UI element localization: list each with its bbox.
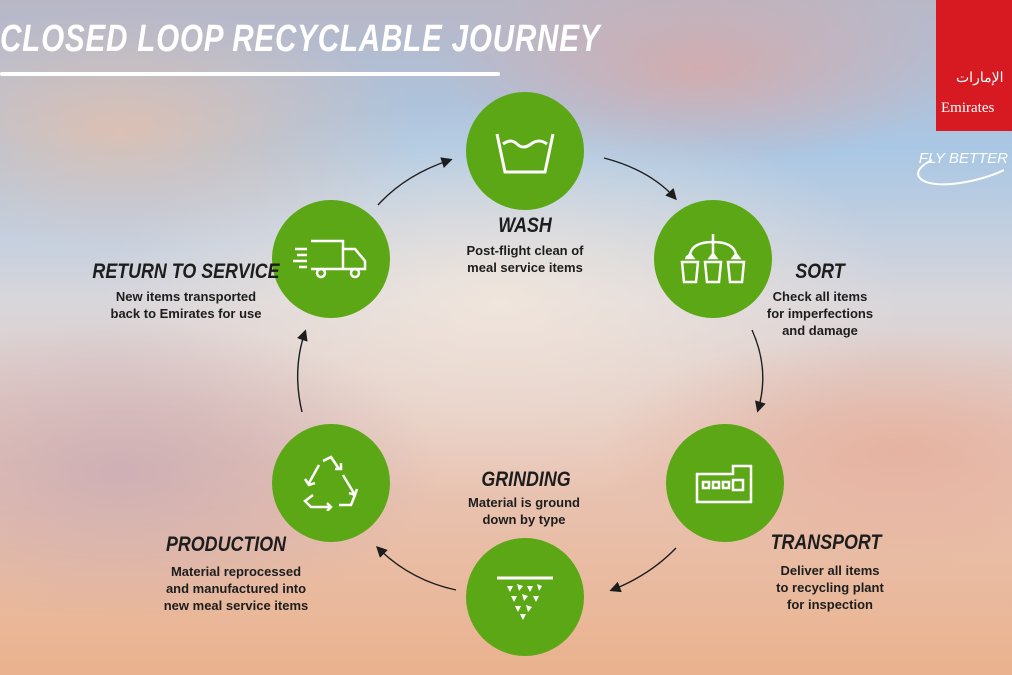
- step-transport-circle: [666, 424, 784, 542]
- recycle-icon: [303, 455, 359, 511]
- logo-arabic: الإمارات: [956, 70, 1004, 86]
- step-sort-circle: [654, 200, 772, 318]
- step-production-circle: [272, 424, 390, 542]
- step-sort-title: SORT: [795, 260, 845, 283]
- step-grinding-circle: [466, 538, 584, 656]
- logo-name: Emirates: [941, 100, 995, 116]
- arrow-transport-grinding: [609, 547, 677, 593]
- step-transport-title: TRANSPORT: [770, 531, 882, 554]
- arrow-return-wash: [377, 157, 453, 206]
- step-wash-circle: [466, 92, 584, 210]
- step-return-title: RETURN TO SERVICE: [92, 260, 280, 283]
- step-production-title: PRODUCTION: [166, 533, 286, 556]
- factory-icon: [695, 464, 753, 504]
- sorting-icon: [680, 234, 746, 284]
- arrow-production-return: [296, 329, 308, 413]
- title-underline: [0, 72, 500, 76]
- grinding-icon: [497, 576, 553, 620]
- swoosh-graphic: [917, 159, 1004, 186]
- step-wash-title: WASH: [498, 214, 552, 237]
- tagline: FLY BETTER: [918, 150, 1008, 167]
- emirates-logo: الإمارات Emirates: [936, 0, 1012, 131]
- delivery-truck-icon: [293, 239, 367, 279]
- page-title: CLOSED LOOP RECYCLABLE JOURNEY: [0, 18, 601, 60]
- arrow-grinding-production: [376, 546, 457, 591]
- arrow-sort-transport: [751, 329, 766, 413]
- step-return-circle: [272, 200, 390, 318]
- step-grinding-title: GRINDING: [481, 468, 571, 491]
- wash-basin-icon: [495, 133, 555, 174]
- arrow-wash-sort: [603, 157, 677, 201]
